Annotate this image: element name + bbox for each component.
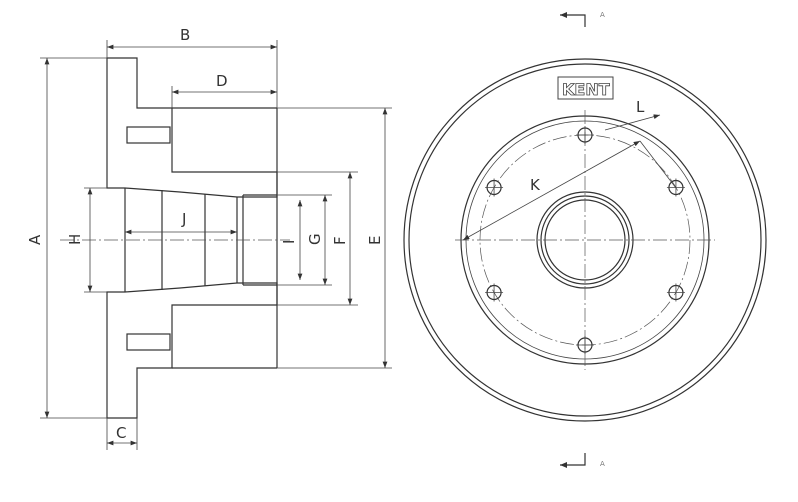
section-view: B D C J A H I G F E	[26, 26, 392, 450]
section-marker-bottom: A	[560, 453, 605, 468]
label-H: H	[66, 234, 84, 245]
label-A: A	[26, 234, 44, 245]
front-view: K L KENT A A	[403, 11, 767, 468]
svg-text:A: A	[600, 460, 605, 468]
label-C: C	[116, 424, 126, 442]
svg-text:KENT: KENT	[562, 80, 610, 99]
kent-logo: KENT	[557, 76, 614, 100]
label-K: K	[530, 176, 541, 194]
label-B: B	[180, 26, 190, 44]
svg-text:A: A	[600, 11, 605, 19]
bolt-hole-lower	[126, 333, 171, 351]
label-D: D	[216, 72, 228, 90]
section-marker-top: A	[560, 11, 605, 27]
bolt-hole-upper	[126, 126, 171, 144]
label-J: J	[181, 210, 186, 228]
label-L: L	[636, 98, 645, 116]
label-F: F	[331, 236, 349, 245]
label-I: I	[280, 240, 298, 244]
label-G: G	[306, 233, 324, 245]
label-E: E	[366, 236, 384, 245]
